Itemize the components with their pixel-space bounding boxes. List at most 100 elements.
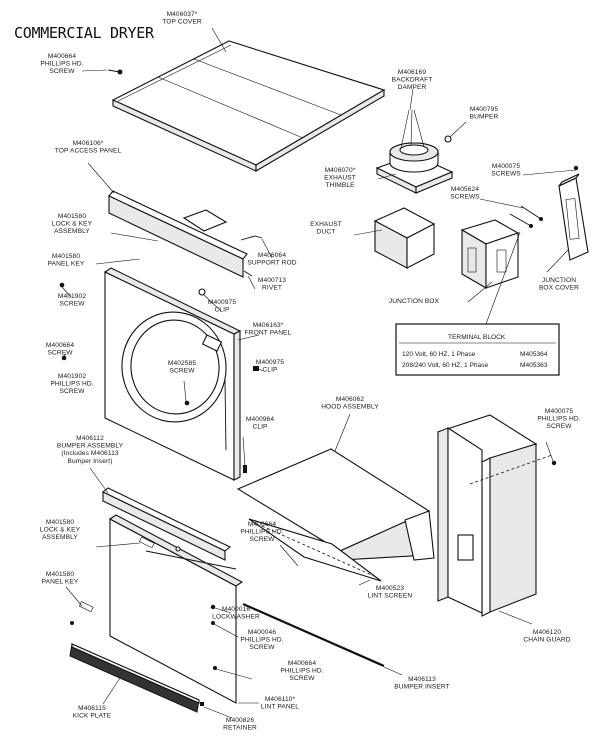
label-line: M406037* (167, 11, 198, 18)
terminal-row-1-desc: 120 Volt, 60 HZ, 1 Phase (402, 351, 476, 358)
front-panel-clips-part (198, 235, 263, 473)
label-line: LINT SCREEN (368, 593, 413, 600)
front-panel-part (103, 267, 242, 481)
label-line: M406113 (408, 676, 436, 683)
label-line: DAMPER (398, 84, 427, 91)
leader-lines (61, 27, 577, 719)
label-line: TOP ACCESS PANEL (55, 148, 122, 155)
chain-guard-part (436, 414, 553, 617)
label-line: LINT PANEL (261, 704, 299, 711)
top-cover-part (111, 40, 386, 172)
label-junction-box: JUNCTION BOX (389, 298, 440, 305)
lint-screen-part (248, 518, 382, 582)
label-line: M401580 (52, 253, 80, 260)
label-line: M402585 (168, 360, 196, 367)
label-line: BACKDRAFT (392, 77, 433, 84)
label-line: SCREWS (450, 194, 480, 201)
label-line: SCREW (546, 423, 572, 430)
label-line: HOOD ASSEMBLY (321, 404, 379, 411)
label-line: PHILLIPS HD. (240, 637, 283, 644)
label-line: THIMBLE (325, 182, 355, 189)
label-line: M400075 (545, 408, 573, 415)
label-line: SCREW (249, 536, 275, 543)
terminal-block-table: TERMINAL BLOCK 120 Volt, 60 HZ, 1 Phase … (395, 323, 560, 376)
label-line: CHAIN GUARD (523, 637, 570, 644)
label-line: SCREW (169, 368, 195, 375)
exhaust-thimble-part (375, 142, 454, 194)
label-line: M406110* (265, 696, 296, 703)
chain-guard-screw (551, 460, 557, 466)
label-line: M406163* (253, 322, 284, 329)
label-line: M400664 (48, 53, 76, 60)
label-line: DUCT (317, 229, 336, 236)
label-line: JUNCTION (542, 277, 576, 284)
label-front-panel: M406163*FRONT PANEL (245, 322, 292, 337)
label-line: CLIP (252, 424, 268, 431)
label-line: M401580 (58, 213, 86, 220)
label-line: BUMPER INSERT (394, 684, 449, 691)
label-line: CLIP (214, 307, 230, 314)
backdraft-damper-part (400, 109, 425, 149)
hood-assembly-part (236, 448, 435, 561)
terminal-row-1-part: M405364 (520, 351, 548, 358)
label-line: BUMPER ASSEMBLY (57, 443, 124, 450)
label-line: M400975 (256, 359, 284, 366)
label-line: SCREW (49, 68, 75, 75)
label-line: PHILLIPS HD. (40, 61, 83, 68)
label-line: M400664 (248, 521, 276, 528)
bumper-assembly-part (101, 487, 232, 561)
label-line: M405624 (451, 186, 479, 193)
label-line: EXHAUST (324, 175, 356, 182)
junction-box-part (460, 219, 520, 289)
label-line: M406120 (533, 629, 561, 636)
label-line: SUPPORT ROD (247, 260, 296, 267)
kick-plate-part (69, 643, 200, 713)
label-line: SCREW (59, 301, 85, 308)
label-line: BOX COVER (539, 285, 579, 292)
label-line: FRONT PANEL (245, 330, 292, 337)
label-line: M401902 (58, 373, 86, 380)
junction-box-cover-part (558, 173, 589, 261)
label-line: M406062 (336, 396, 364, 403)
label-line: RETAINER (223, 725, 257, 732)
label-line: LOCK & KEY (52, 221, 93, 228)
bumper-insert-part (242, 602, 385, 668)
label-line: ASSEMBLY (54, 228, 90, 235)
label-line: RIVET (262, 285, 282, 292)
label-line: M401580 (46, 571, 74, 578)
label-lint-panel: M406110*LINT PANEL (261, 696, 299, 711)
label-top-cover: M406037*TOP COVER (162, 11, 202, 26)
label-line: JUNCTION BOX (389, 298, 440, 305)
label-line: BUMPER (470, 114, 499, 121)
label-line: PANEL KEY (48, 261, 85, 268)
terminal-block-title: TERMINAL BLOCK (448, 334, 506, 341)
diagram-title: COMMERCIAL DRYER (14, 24, 155, 42)
label-line: SCREW (59, 388, 85, 395)
top-access-panel-part (108, 190, 248, 278)
label-line: LOCK & KEY (40, 527, 81, 534)
junction-screws-part (509, 165, 579, 228)
retainer-part (200, 702, 204, 706)
label-line: SCREWS (491, 171, 521, 178)
